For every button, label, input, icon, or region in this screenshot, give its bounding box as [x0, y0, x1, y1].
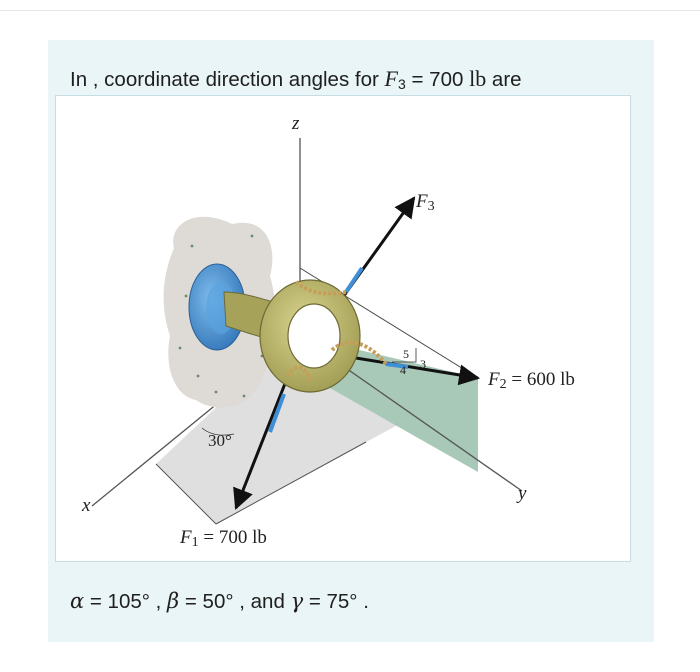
beta-value: = 50°: [179, 590, 234, 613]
z-axis-label: z: [292, 113, 300, 134]
f2-label: F2 = 600 lb: [488, 369, 575, 392]
question-text: In , coordinate direction angles for F3 …: [70, 66, 522, 92]
question-suffix: are: [486, 68, 522, 91]
alpha-value: = 105°: [84, 590, 150, 613]
force-diagram: [91, 138, 523, 525]
slope-4-label: 4: [400, 363, 406, 377]
question-force-sub: 3: [397, 76, 406, 92]
question-force-symbol: F: [384, 66, 398, 91]
answer-sep-2: , and: [233, 590, 291, 613]
f1-force-arrow: [233, 375, 290, 510]
question-equals: =: [411, 68, 424, 91]
question-value: 700: [429, 68, 464, 91]
f2-force-arrow: [355, 356, 481, 386]
angle-30-label: 30°: [208, 431, 232, 450]
question-unit: lb: [469, 66, 487, 91]
slope-3-label: 3: [420, 357, 426, 371]
question-card: In , coordinate direction angles for F3 …: [48, 40, 654, 642]
f2-sub: 2: [499, 377, 507, 392]
alpha-symbol: α: [70, 589, 85, 613]
question-prefix: In , coordinate direction angles for: [70, 68, 385, 91]
answer-sep-1: ,: [149, 590, 168, 613]
top-divider: [0, 10, 700, 11]
y-axis-label: y: [518, 483, 527, 504]
f3-symbol: F: [416, 191, 428, 212]
slope-5-label: 5: [403, 347, 409, 361]
gamma-symbol: γ: [290, 589, 304, 613]
beta-symbol: β: [167, 589, 180, 613]
f1-sub: 1: [191, 535, 199, 550]
gamma-value: = 75°: [303, 590, 358, 613]
answer-text: α = 105° , β = 50° , and γ = 75° .: [70, 589, 369, 614]
f1-symbol: F: [180, 527, 192, 548]
f2-symbol: F: [488, 369, 500, 390]
f3-label: F3: [416, 191, 435, 214]
f3-sub: 3: [427, 199, 435, 214]
f2-value: = 600 lb: [511, 369, 575, 390]
f1-value: = 700 lb: [203, 527, 267, 548]
f1-label: F1 = 700 lb: [180, 527, 267, 550]
x-axis-label: x: [82, 495, 91, 516]
answer-end: .: [357, 590, 369, 613]
force-diagram-figure: z x y F3 F2 = 600 lb F1 = 700 lb 30° 5 4…: [55, 95, 631, 562]
